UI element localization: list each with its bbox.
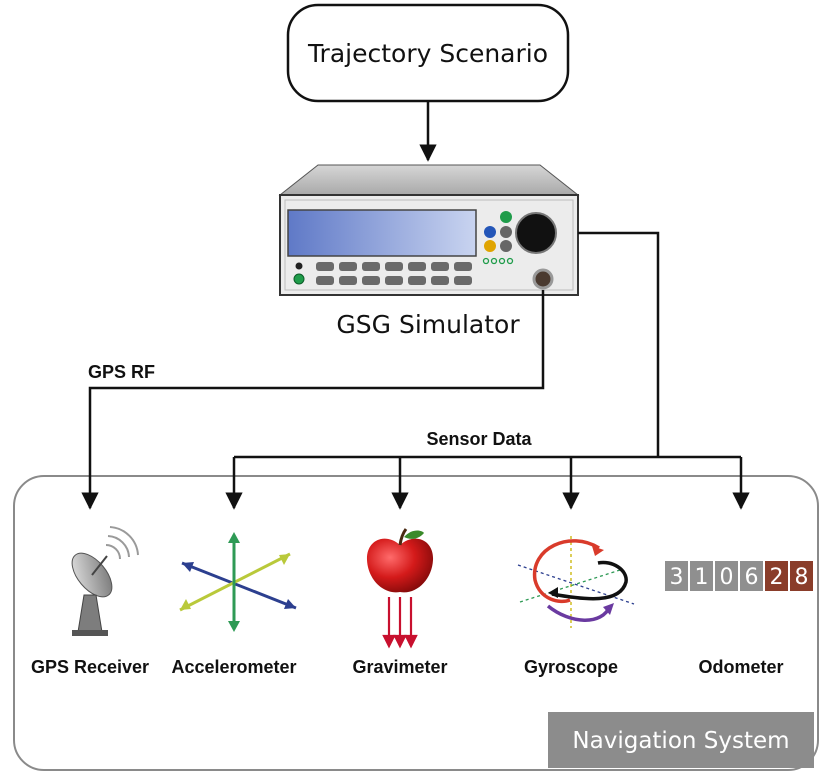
trajectory-scenario-node: Trajectory Scenario [286, 3, 570, 103]
accelerometer-label: Accelerometer [171, 657, 296, 677]
simulator-display [287, 209, 477, 257]
gsg-simulator-label: GSG Simulator [336, 310, 520, 339]
odometer-digit-cell [690, 561, 713, 591]
gyroscope-label: Gyroscope [524, 657, 618, 677]
gravimeter-label: Gravimeter [352, 657, 447, 677]
odometer-label: Odometer [698, 657, 783, 677]
sensor-data-trunk [578, 231, 660, 457]
gsg-simulator-device [278, 164, 580, 296]
odometer-digit-cell [790, 561, 813, 591]
odometer-counter-icon: 3 1 0 6 2 8 [665, 561, 813, 591]
odometer-digit-cell [715, 561, 738, 591]
apple-gravity-icon [366, 528, 434, 649]
gps-rf-label: GPS RF [88, 362, 155, 382]
navigation-system-label: Navigation System [572, 728, 789, 754]
odometer-digit: 3 [670, 565, 684, 590]
odometer-digit: 0 [720, 565, 734, 590]
gyroscope-icon [517, 536, 635, 628]
odometer-digit: 1 [695, 565, 709, 590]
accelerometer-axes-icon [179, 532, 297, 632]
satellite-dish-icon [71, 526, 139, 636]
odometer-digit: 2 [770, 565, 784, 590]
navigation-system-container [13, 475, 819, 771]
simulator-knob [515, 212, 557, 254]
odometer-digit: 6 [745, 565, 759, 590]
sensor-data-label: Sensor Data [426, 429, 532, 449]
gps-rf-connection [81, 290, 545, 510]
odometer-digit-cell [665, 561, 688, 591]
odometer-digit: 8 [795, 565, 809, 590]
gps-receiver-label: GPS Receiver [31, 657, 149, 677]
odometer-digit-cell [740, 561, 763, 591]
rf-connector [532, 268, 554, 290]
odometer-digit-cell [765, 561, 788, 591]
navigation-system-badge [548, 712, 814, 768]
trajectory-scenario-label: Trajectory Scenario [307, 39, 548, 68]
